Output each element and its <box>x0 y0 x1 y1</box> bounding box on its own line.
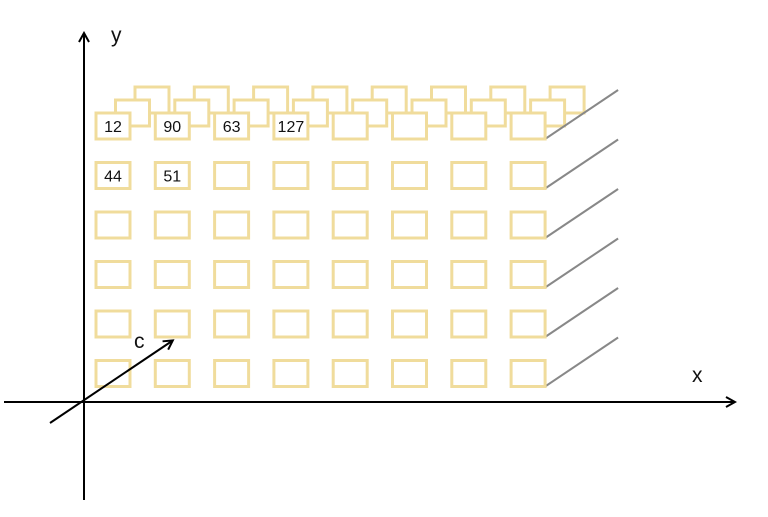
grid-cell <box>391 359 428 388</box>
grid-cell <box>272 210 310 240</box>
grid-cell <box>450 309 488 339</box>
grid-cell <box>213 260 251 289</box>
grid-cell <box>331 260 369 289</box>
depth-line <box>544 138 619 190</box>
x-axis-label: x <box>692 364 703 387</box>
depth-line <box>544 287 619 338</box>
cell-value: 51 <box>163 169 181 186</box>
grid-cell <box>272 161 310 190</box>
grid-cell <box>450 260 488 289</box>
grid-cell <box>331 111 369 141</box>
cell-value: 127 <box>278 119 305 136</box>
grid-cell <box>153 309 191 339</box>
depth-line <box>544 237 619 289</box>
grid-cell <box>213 161 251 190</box>
depth-line <box>544 89 619 140</box>
grid-cell <box>391 309 428 339</box>
depth-lines <box>544 89 619 388</box>
grid-cell <box>391 111 428 141</box>
grid-cell <box>213 210 251 240</box>
grid-cell <box>213 359 251 388</box>
c-axis-label: c <box>134 330 145 353</box>
grid-cell <box>509 161 547 190</box>
grid-cell <box>450 210 488 240</box>
grid-cell <box>331 210 369 240</box>
grid-cell <box>450 359 488 388</box>
depth-line <box>544 336 619 388</box>
grid-cell <box>272 111 310 141</box>
grid-cell <box>331 161 369 190</box>
grid-cell <box>509 260 547 289</box>
axes: x y c <box>4 24 734 500</box>
grid-cell <box>509 309 547 339</box>
depth-line <box>544 188 619 239</box>
cell-value: 12 <box>104 119 122 136</box>
grid-cell <box>509 210 547 240</box>
grid-cell <box>391 161 428 190</box>
grid-cell <box>509 111 547 141</box>
grid-cell <box>94 359 132 388</box>
grid-cell <box>450 161 488 190</box>
y-axis-label: y <box>111 24 122 47</box>
grid-cell <box>153 260 191 289</box>
grid-cell <box>272 260 310 289</box>
c-axis <box>49 341 172 424</box>
grid-cell <box>153 359 191 388</box>
grid-cell <box>213 111 251 141</box>
grid-cell <box>94 260 132 289</box>
grid-cell <box>94 161 132 190</box>
grid-cell <box>331 359 369 388</box>
grid-cell <box>391 210 428 240</box>
grid-cell <box>94 111 132 141</box>
cell-value: 90 <box>163 119 181 136</box>
grid-cell <box>331 309 369 339</box>
cell-value: 63 <box>223 119 241 136</box>
grid-cell <box>213 309 251 339</box>
grid-cell <box>153 210 191 240</box>
front-layer: 12 90 63 127 44 51 <box>94 111 547 388</box>
grid-cell <box>450 111 488 141</box>
cell-value: 44 <box>104 169 122 186</box>
grid-cell <box>391 260 428 289</box>
grid-cell <box>153 161 191 190</box>
grid-cell <box>94 309 132 339</box>
grid-cell <box>153 111 191 141</box>
grid-cell <box>272 359 310 388</box>
grid-cell <box>509 359 547 388</box>
grid-cell <box>94 210 132 240</box>
grid-cell <box>272 309 310 339</box>
